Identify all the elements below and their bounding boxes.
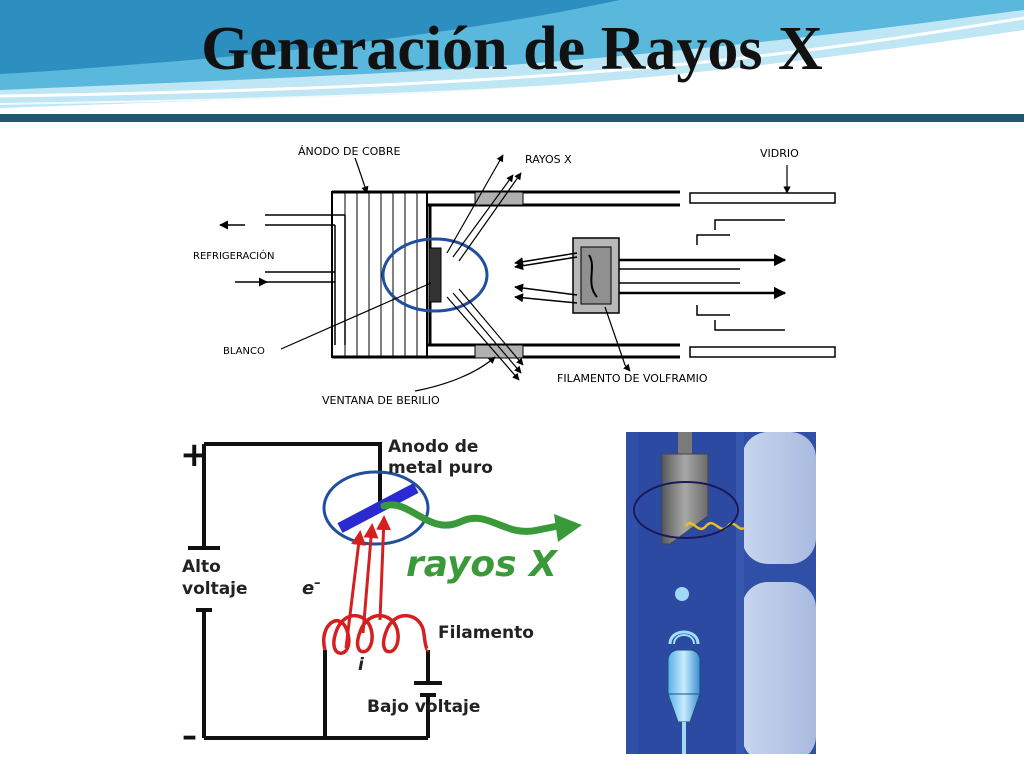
xray-beams (446, 154, 524, 381)
label-xrays-top: RAYOS X (525, 153, 572, 166)
label-xrays: rayos X (406, 544, 559, 585)
target-block (428, 247, 442, 303)
filament-assembly (514, 237, 787, 314)
label-beryllium-window: VENTANA DE BERILIO (322, 394, 440, 407)
electron-arrows (344, 515, 392, 649)
xray-tube-schematic: ÁNODO DE COBRE RAYOS X VIDRIO REFRIGERAC… (193, 145, 836, 407)
high-voltage-battery (188, 546, 220, 612)
label-minus: – (182, 719, 197, 753)
cooling-channel (219, 214, 346, 345)
target-highlight-circle (381, 237, 489, 313)
label-leaders (280, 157, 791, 392)
label-high-voltage-line2: voltaje (182, 579, 248, 599)
label-anode-line1: Anodo de (388, 437, 478, 457)
xray-circuit-diagram: + – Anodo de metal puro rayos X Alto vol… (180, 435, 582, 753)
label-low-voltage: Bajo voltaje (367, 697, 480, 717)
label-target: BLANCO (223, 346, 265, 357)
slide-title: Generación de Rayos X (201, 15, 823, 83)
header-divider (0, 114, 1024, 122)
beryllium-window-bottom (474, 344, 524, 359)
glass-upper (742, 432, 816, 564)
anode-electrode (661, 432, 709, 545)
label-filament: Filamento (438, 623, 534, 643)
cathode-filament (667, 630, 701, 754)
glass-envelope (689, 192, 836, 358)
label-cooling: REFRIGERACIÓN (193, 249, 274, 262)
label-anode-line2: metal puro (388, 458, 493, 478)
label-high-voltage-line1: Alto (182, 557, 221, 577)
label-glass: VIDRIO (760, 147, 799, 160)
label-tungsten-filament: FILAMENTO DE VOLFRAMIO (557, 372, 708, 385)
header-wave-decoration (0, 0, 1024, 108)
label-copper-anode: ÁNODO DE COBRE (298, 145, 400, 158)
label-electron: e– (302, 576, 321, 599)
xray-wave (380, 501, 582, 542)
xray-tube-illustration (626, 432, 816, 754)
glass-lower (742, 582, 816, 754)
anode-highlight-circle (633, 481, 739, 539)
copper-anode-block (331, 191, 428, 358)
pure-metal-anode (337, 483, 419, 533)
label-current: i (358, 655, 365, 675)
xray-squiggle (684, 521, 745, 531)
label-plus: + (180, 435, 209, 475)
anode-highlight-circle (322, 470, 430, 546)
electron-dot (675, 587, 689, 601)
filament-coil (322, 613, 430, 655)
circuit-wires (202, 442, 430, 740)
low-voltage-battery (414, 681, 442, 697)
